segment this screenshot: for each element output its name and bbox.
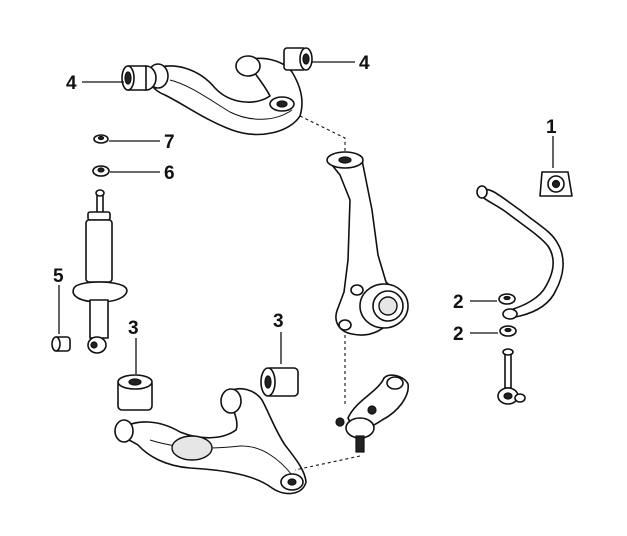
lower-arm-bushing-right: [260, 367, 299, 397]
shock-nut: [93, 134, 109, 144]
callout-4b: 4: [359, 53, 370, 74]
upper-control-arm: [147, 55, 303, 136]
shock-absorber: [72, 189, 128, 354]
steering-knuckle: [326, 151, 409, 336]
assembly-guide-lines: [294, 115, 361, 471]
callout-1: 1: [546, 117, 557, 138]
shock-cushion: [51, 336, 71, 352]
stabilizer-link: [497, 348, 526, 405]
callout-7: 7: [164, 132, 175, 153]
callout-2a: 2: [453, 292, 464, 313]
callout-6: 6: [164, 163, 175, 184]
lower-ball-joint: [335, 374, 409, 453]
stabilizer-bar: [476, 185, 564, 320]
stabilizer-bushing: [539, 171, 573, 197]
callout-3a: 3: [128, 318, 139, 339]
shock-retainer: [92, 165, 110, 177]
callout-4a: 4: [66, 73, 77, 94]
callout-5: 5: [53, 266, 64, 287]
callout-labels: 1 2 2 3 3 4 4 5 6 7: [53, 53, 557, 345]
callout-2b: 2: [453, 324, 464, 345]
lower-arm-bushing-left: [117, 374, 153, 411]
upper-arm-bushing-left: [121, 65, 157, 91]
upper-arm-bushing-right: [283, 47, 313, 71]
callout-3b: 3: [273, 311, 284, 332]
stabilizer-link-cushions: [498, 293, 517, 337]
lower-control-arm: [114, 388, 307, 495]
callout-leaders: [58, 61, 554, 374]
